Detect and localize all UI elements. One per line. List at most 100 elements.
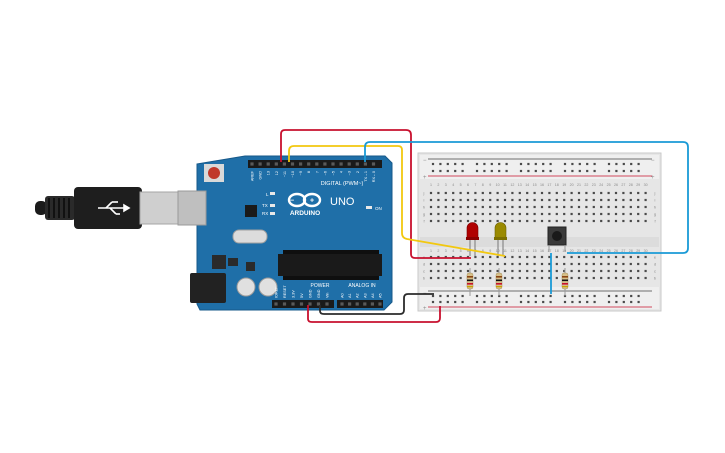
breadboard-hole[interactable] [630, 162, 633, 166]
breadboard-hole[interactable] [615, 300, 618, 304]
breadboard-hole[interactable] [526, 212, 529, 216]
breadboard-hole[interactable] [548, 191, 551, 195]
breadboard-hole[interactable] [622, 162, 625, 166]
breadboard-hole[interactable] [614, 255, 618, 259]
breadboard-hole[interactable] [586, 169, 589, 173]
breadboard-hole[interactable] [614, 191, 618, 195]
resistor-yellow-led[interactable] [495, 268, 503, 296]
breadboard-hole[interactable] [466, 212, 470, 216]
breadboard-hole[interactable] [461, 294, 464, 298]
breadboard-hole[interactable] [511, 255, 514, 259]
breadboard-hole[interactable] [644, 255, 647, 259]
breadboard-hole[interactable] [549, 300, 552, 304]
breadboard-hole[interactable] [600, 205, 603, 209]
breadboard-hole[interactable] [496, 198, 499, 202]
breadboard-hole[interactable] [496, 191, 499, 195]
breadboard-hole[interactable] [570, 269, 573, 273]
reset-button-cap[interactable] [208, 167, 220, 179]
breadboard-hole[interactable] [511, 212, 514, 216]
breadboard-hole[interactable] [600, 276, 603, 280]
breadboard-hole[interactable] [577, 198, 581, 202]
breadboard-hole[interactable] [481, 269, 484, 273]
breadboard-hole[interactable] [452, 219, 455, 223]
header-pin-hole[interactable] [331, 162, 335, 166]
breadboard-hole[interactable] [511, 191, 514, 195]
breadboard-hole[interactable] [490, 162, 493, 166]
breadboard-hole[interactable] [622, 294, 625, 298]
breadboard-hole[interactable] [622, 300, 625, 304]
breadboard-hole[interactable] [454, 162, 457, 166]
breadboard-hole[interactable] [540, 219, 544, 223]
breadboard-hole[interactable] [526, 219, 529, 223]
breadboard-hole[interactable] [637, 205, 640, 209]
breadboard-hole[interactable] [489, 276, 492, 280]
breadboard-hole[interactable] [644, 212, 647, 216]
breadboard-hole[interactable] [444, 212, 447, 216]
breadboard-hole[interactable] [518, 212, 521, 216]
header-pin-hole[interactable] [371, 162, 376, 166]
breadboard-hole[interactable] [503, 255, 507, 259]
breadboard-hole[interactable] [489, 191, 492, 195]
header-pin-hole[interactable] [340, 302, 344, 306]
breadboard-hole[interactable] [526, 269, 529, 273]
breadboard-hole[interactable] [461, 162, 464, 166]
breadboard-hole[interactable] [555, 191, 558, 195]
breadboard-hole[interactable] [452, 255, 455, 259]
breadboard-hole[interactable] [481, 212, 484, 216]
breadboard-hole[interactable] [511, 276, 514, 280]
breadboard-hole[interactable] [593, 169, 596, 173]
breadboard-hole[interactable] [452, 262, 455, 266]
breadboard-hole[interactable] [571, 294, 574, 298]
breadboard-hole[interactable] [570, 198, 573, 202]
header-pin-hole[interactable] [299, 302, 304, 306]
breadboard-hole[interactable] [577, 219, 581, 223]
breadboard-hole[interactable] [585, 198, 588, 202]
header-pin-hole[interactable] [290, 162, 295, 166]
breadboard-hole[interactable] [444, 276, 447, 280]
header-pin-hole[interactable] [325, 302, 329, 306]
breadboard-hole[interactable] [474, 262, 477, 266]
breadboard-hole[interactable] [549, 294, 552, 298]
breadboard-hole[interactable] [585, 212, 588, 216]
breadboard-hole[interactable] [444, 198, 447, 202]
breadboard-hole[interactable] [439, 169, 442, 173]
breadboard-hole[interactable] [454, 169, 457, 173]
wire-red-5v-rail[interactable] [307, 305, 441, 323]
breadboard-hole[interactable] [629, 191, 632, 195]
breadboard-hole[interactable] [586, 162, 589, 166]
breadboard-hole[interactable] [519, 294, 523, 298]
breadboard-hole[interactable] [607, 162, 611, 166]
header-pin-hole[interactable] [315, 162, 319, 166]
header-pin-hole[interactable] [274, 302, 278, 306]
breadboard-hole[interactable] [577, 205, 581, 209]
breadboard-hole[interactable] [503, 276, 507, 280]
header-pin-hole[interactable] [355, 302, 359, 306]
breadboard-hole[interactable] [452, 276, 455, 280]
breadboard-hole[interactable] [446, 162, 449, 166]
breadboard-hole[interactable] [607, 255, 610, 259]
wire-black-gnd-rail[interactable] [319, 293, 434, 315]
breadboard-hole[interactable] [518, 255, 521, 259]
breadboard-hole[interactable] [498, 169, 501, 173]
breadboard-hole[interactable] [644, 276, 647, 280]
breadboard-hole[interactable] [622, 262, 625, 266]
breadboard-hole[interactable] [577, 276, 581, 280]
breadboard-hole[interactable] [622, 205, 625, 209]
breadboard-hole[interactable] [629, 255, 632, 259]
breadboard-hole[interactable] [489, 198, 492, 202]
breadboard-hole[interactable] [503, 219, 507, 223]
breadboard-hole[interactable] [563, 162, 567, 166]
breadboard-hole[interactable] [519, 300, 523, 304]
breadboard-hole[interactable] [454, 300, 457, 304]
breadboard-hole[interactable] [637, 262, 640, 266]
breadboard-hole[interactable] [592, 269, 595, 273]
breadboard-hole[interactable] [439, 300, 442, 304]
breadboard-hole[interactable] [600, 219, 603, 223]
breadboard-hole[interactable] [615, 162, 618, 166]
breadboard-hole[interactable] [518, 205, 521, 209]
breadboard-hole[interactable] [555, 205, 558, 209]
breadboard-hole[interactable] [637, 269, 640, 273]
breadboard-hole[interactable] [474, 212, 477, 216]
breadboard-hole[interactable] [577, 212, 581, 216]
